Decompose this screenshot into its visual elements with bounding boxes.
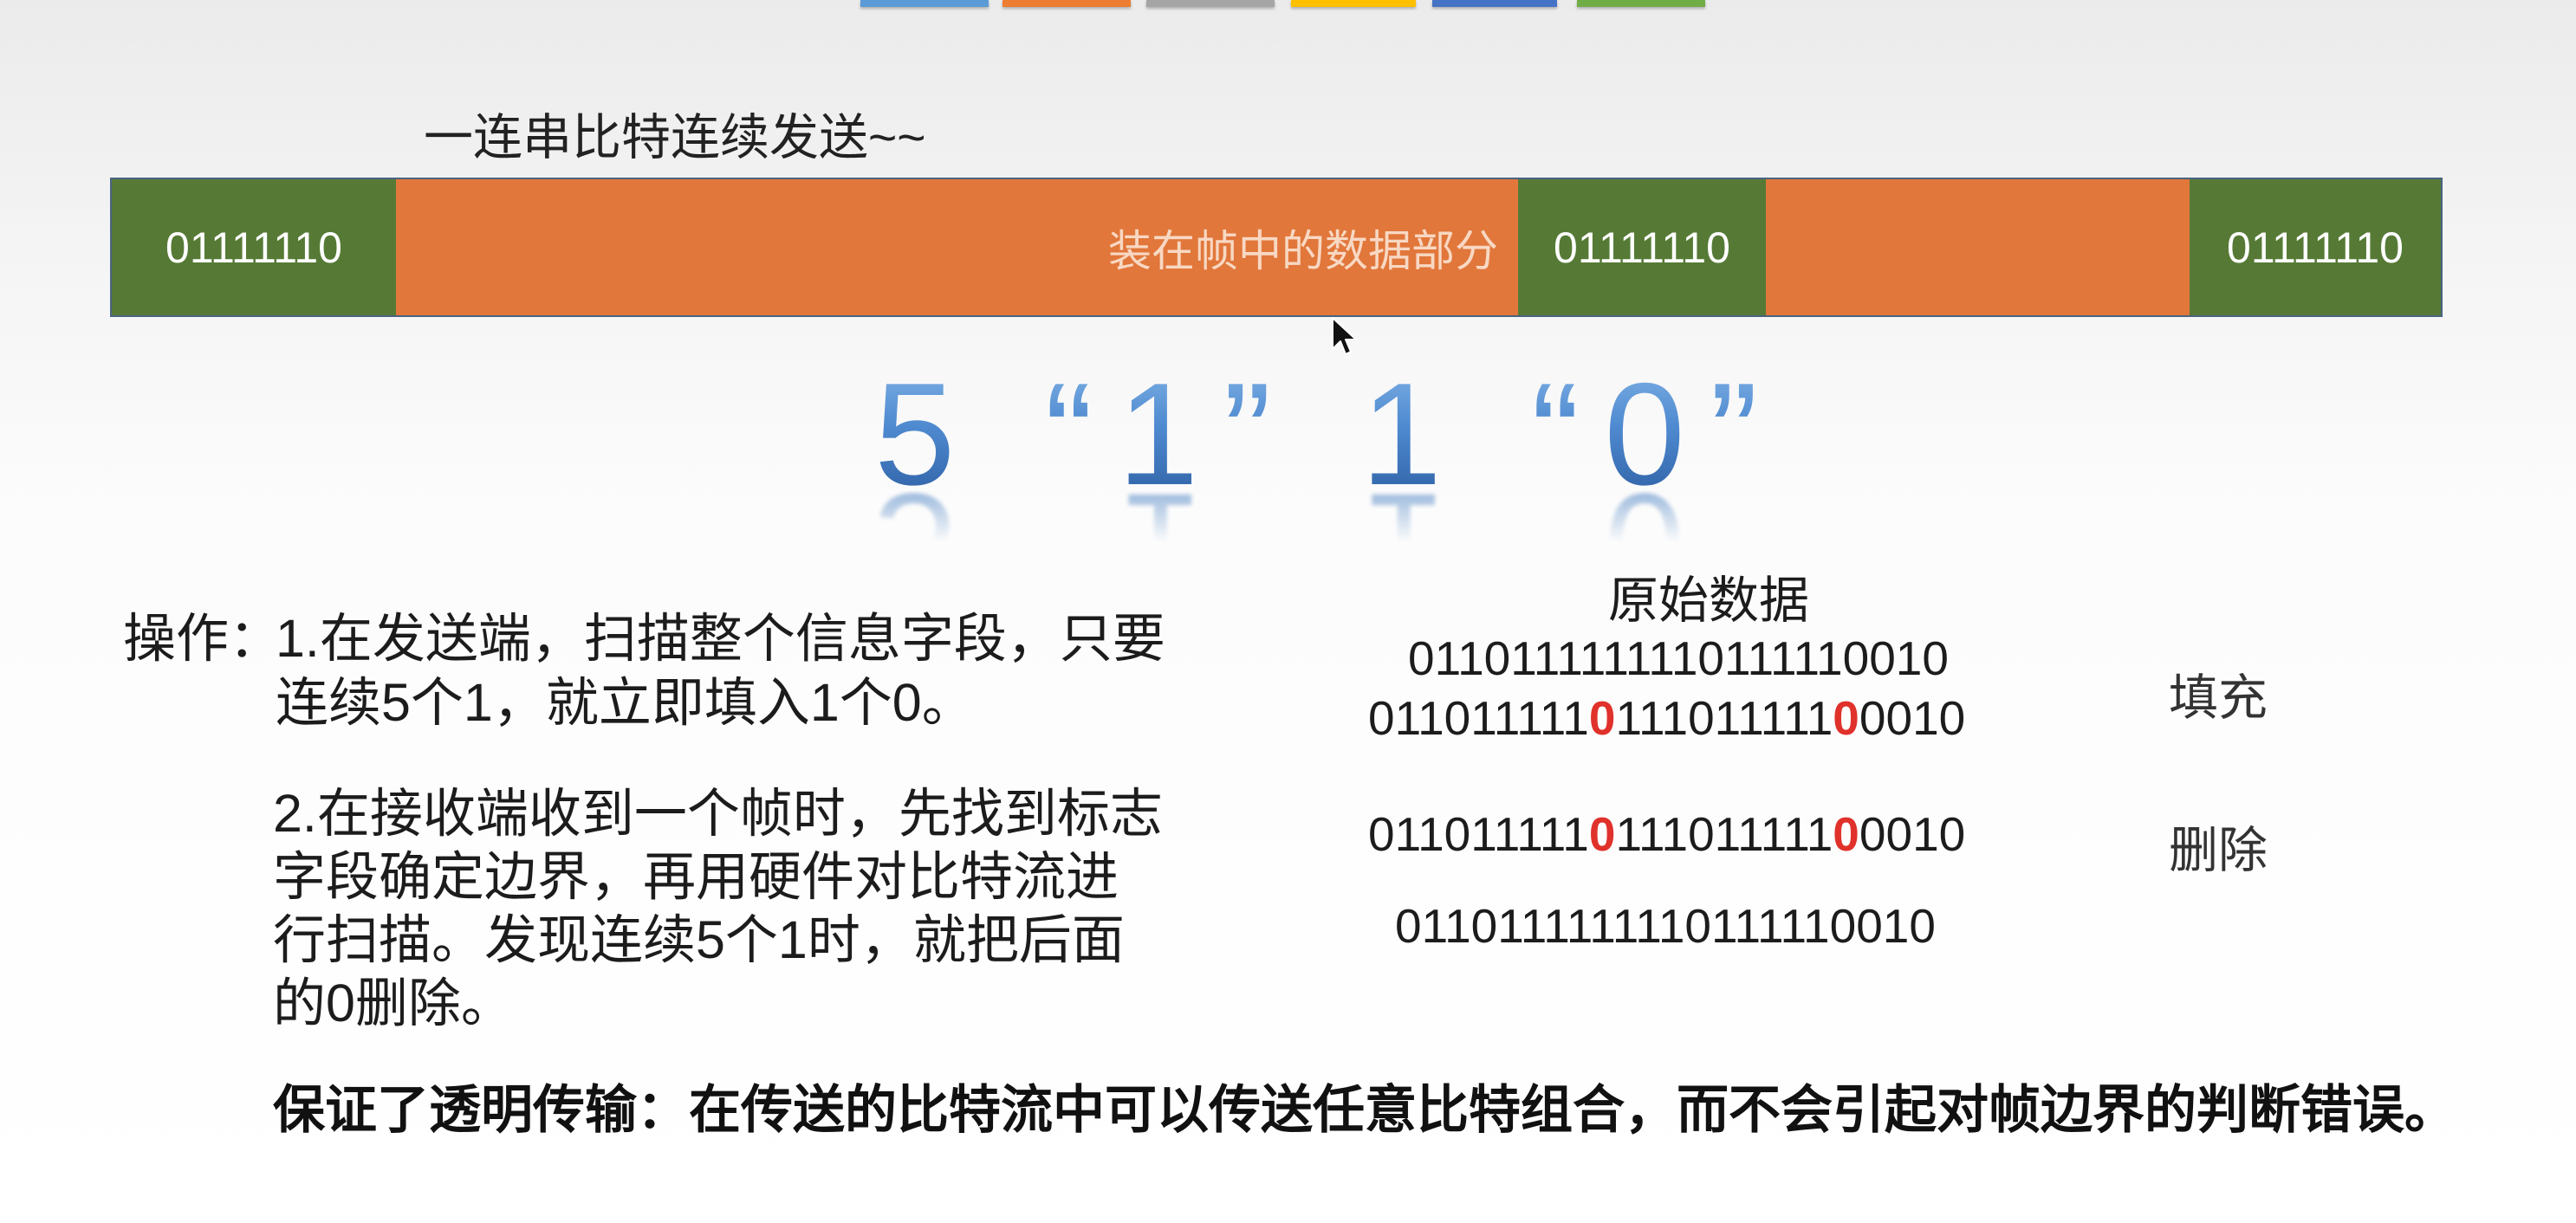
mouse-pointer-icon [1332, 317, 1357, 355]
flag-field: 01111110 [112, 179, 396, 315]
step-2-text: 2.在接收端收到一个帧时，先找到标志 字段确定边界，再用硬件对比特流进 行扫描。… [273, 782, 1163, 1035]
step-1-line: 连续5个1，就立即填入1个0。 [276, 673, 975, 732]
big-rule-text: 5 “1” 1 “0” 5 “1” 1 “0” [874, 353, 1758, 563]
data-field [1766, 179, 2190, 315]
big-rule-text-main: 5 “1” 1 “0” [874, 353, 1758, 515]
data-field: 装在帧中的数据部分 [396, 179, 1518, 315]
nav-tab-5[interactable] [1432, 0, 1557, 7]
nav-tab-2[interactable] [1002, 0, 1131, 7]
inserted-zero-bit: 0 [1588, 691, 1616, 745]
received-bits: 011011111011101111100010 [1368, 806, 1965, 863]
operation-label: 操作： [123, 609, 282, 668]
bit-segment: 011011111 [1368, 691, 1589, 745]
nav-tab-3[interactable] [1146, 0, 1275, 7]
bit-segment: 111011111 [1615, 691, 1833, 745]
frame-diagram: 01111110 装在帧中的数据部分 01111110 01111110 [110, 178, 2443, 317]
bit-segment: 011011111 [1368, 807, 1589, 861]
flag-field: 01111110 [1518, 179, 1766, 315]
bit-segment: 0010 [1859, 691, 1966, 745]
restored-bits: 0110111111110111110010 [1395, 899, 1936, 953]
nav-tab-1[interactable] [860, 0, 989, 7]
delete-label: 删除 [2169, 823, 2268, 878]
step-2-line: 的0删除。 [273, 974, 514, 1032]
nav-tab-6[interactable] [1577, 0, 1705, 7]
original-data-header: 原始数据 [1607, 573, 1809, 629]
frame-title: 一连串比特连续发送~~ [424, 110, 926, 165]
nav-tab-4[interactable] [1291, 0, 1416, 7]
bit-segment: 0010 [1859, 807, 1966, 861]
inserted-zero-bit: 0 [1833, 807, 1859, 861]
original-bits: 0110111111110111110010 [1408, 631, 1949, 685]
conclusion-text: 保证了透明传输：在传送的比特流中可以传送任意比特组合，而不会引起对帧边界的判断错… [273, 1081, 2456, 1139]
step-1-line: 1.在发送端，扫描整个信息字段，只要 [276, 609, 1165, 668]
step-2-line: 字段确定边界，再用硬件对比特流进 [273, 847, 1119, 906]
flag-field: 01111110 [2190, 179, 2441, 315]
stuffed-bits: 011011111011101111100010 [1368, 689, 1965, 747]
inserted-zero-bit: 0 [1588, 807, 1616, 861]
step-2-line: 行扫描。发现连续5个1时，就把后面 [273, 910, 1125, 969]
step-1-text: 1.在发送端，扫描整个信息字段，只要 连续5个1，就立即填入1个0。 [276, 606, 1165, 734]
step-2-line: 2.在接收端收到一个帧时，先找到标志 [273, 784, 1163, 843]
stuff-label: 填充 [2169, 670, 2268, 726]
inserted-zero-bit: 0 [1833, 691, 1859, 745]
bit-segment: 111011111 [1615, 807, 1833, 861]
